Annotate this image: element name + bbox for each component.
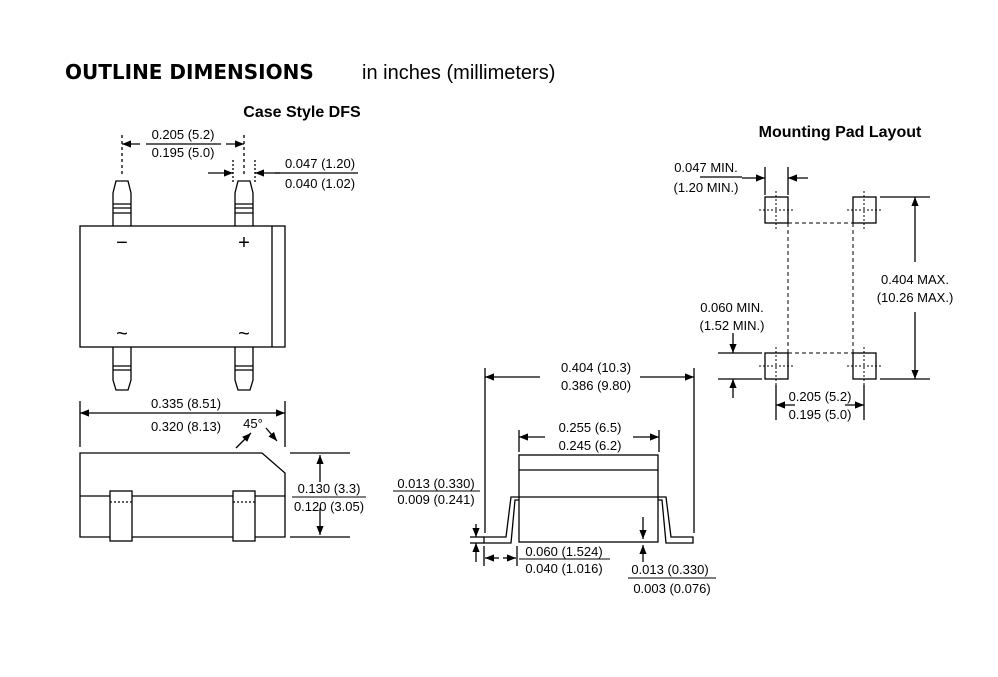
body-width-max-label: 0.255 (6.5) [559,420,622,435]
pad-pitch-max-label: 0.205 (5.2) [789,389,852,404]
foot-length-min-label: 0.040 (1.016) [525,561,602,576]
pitch-min-label: 0.195 (5.0) [152,145,215,160]
side-body [79,452,286,538]
lead-thickness-min-label: 0.009 (0.241) [397,492,474,507]
mounting-pad-heading: Mounting Pad Layout [759,124,922,141]
foot-length-max-label: 0.060 (1.524) [525,544,602,559]
length-max-label: 0.335 (8.51) [151,396,221,411]
end-body [518,454,659,543]
lead-width-min-label: 0.040 (1.02) [285,176,355,191]
case-style-heading: Case Style DFS [243,104,361,121]
body-width-min-label: 0.245 (6.2) [559,438,622,453]
top-view [79,135,358,391]
lead-top-right [234,180,254,226]
ac-terminal-left-label: ~ [116,323,128,345]
standoff-min-label: 0.003 (0.076) [633,581,710,596]
pitch-max-label: 0.205 (5.2) [152,127,215,142]
end-view [470,368,695,566]
pad-width-label: 0.047 MIN. [674,160,738,175]
pad-span-label: 0.404 MAX. [881,272,949,287]
pad-width-mm-label: (1.20 MIN.) [673,180,738,195]
pad-layout [700,167,930,420]
lead-bottom-left [112,347,132,391]
side-lead-right [232,490,256,542]
standoff-max-label: 0.013 (0.330) [631,562,708,577]
title-bold: OUTLINE DIMENSIONS [65,60,314,84]
height-max-label: 0.130 (3.3) [298,481,361,496]
lead-thickness-max-label: 0.013 (0.330) [397,476,474,491]
lead-top-left [112,180,132,226]
lead-width-max-label: 0.047 (1.20) [285,156,355,171]
side-lead-left [109,490,133,542]
end-lead-left [483,496,519,544]
pad-height-mm-label: (1.52 MIN.) [699,318,764,333]
chamfer-angle-label: 45° [243,416,263,431]
title-units: in inches (millimeters) [362,62,556,84]
height-min-label: 0.120 (3.05) [294,499,364,514]
ac-terminal-right-label: ~ [238,323,250,345]
minus-terminal-label: − [116,232,128,254]
side-view [79,401,350,542]
span-min-label: 0.386 (9.80) [561,378,631,393]
pad-pitch-min-label: 0.195 (5.0) [789,407,852,422]
pad-height-label: 0.060 MIN. [700,300,764,315]
plus-terminal-label: + [238,232,250,254]
top-body [79,225,286,348]
pad-span-mm-label: (10.26 MAX.) [877,290,954,305]
end-lead-right [658,496,694,544]
lead-bottom-right [234,347,254,391]
length-min-label: 0.320 (8.13) [151,419,221,434]
span-max-label: 0.404 (10.3) [561,360,631,375]
